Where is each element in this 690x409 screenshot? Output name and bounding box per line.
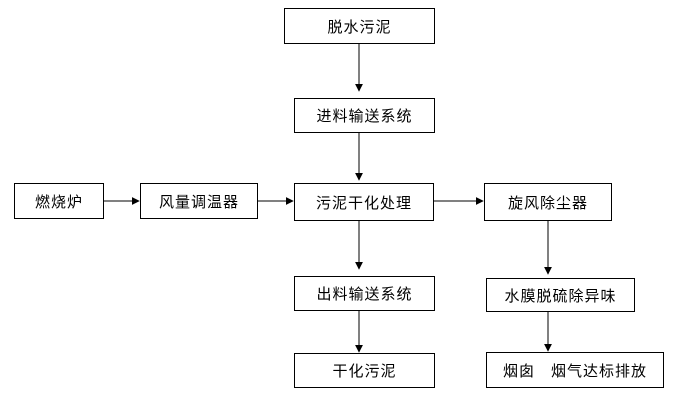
node-feed-conveyor-label: 进料输送系统: [316, 107, 413, 125]
node-dewatered-sludge-label: 脱水污泥: [327, 17, 392, 36]
node-dried-sludge: 干化污泥: [294, 353, 435, 388]
node-incinerator-label: 燃烧炉: [34, 192, 83, 211]
node-discharge-conveyor: 出料输送系统: [294, 276, 435, 311]
node-cyclone-dust-removal: 旋风除尘器: [484, 183, 612, 221]
node-chimney-emission-label: 烟囱 烟气达标排放: [502, 361, 647, 380]
node-discharge-conveyor-label: 出料输送系统: [316, 285, 413, 303]
node-air-temp-regulator: 风量调温器: [140, 183, 258, 219]
node-sludge-drying: 污泥干化处理: [294, 183, 434, 221]
node-air-temp-regulator-label: 风量调温器: [158, 192, 239, 211]
node-cyclone-dust-removal-label: 旋风除尘器: [507, 193, 588, 212]
node-chimney-emission: 烟囱 烟气达标排放: [486, 352, 664, 388]
node-water-film-desulfurization-label: 水膜脱硫除异味: [504, 286, 617, 305]
node-dewatered-sludge: 脱水污泥: [284, 8, 435, 44]
node-feed-conveyor: 进料输送系统: [294, 98, 435, 133]
node-water-film-desulfurization: 水膜脱硫除异味: [486, 278, 635, 312]
node-incinerator: 燃烧炉: [14, 183, 104, 219]
node-sludge-drying-label: 污泥干化处理: [315, 193, 412, 212]
node-dried-sludge-label: 干化污泥: [332, 362, 397, 380]
